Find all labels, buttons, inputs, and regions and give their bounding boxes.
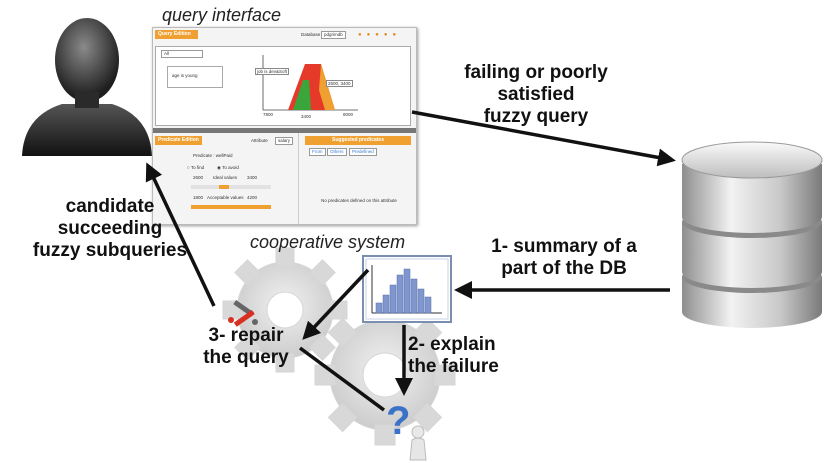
to-find-radio[interactable]: ○ To find — [187, 165, 205, 170]
query-interface-screenshot: Query Edition Database pdgrimdb ●●●●● Al… — [152, 27, 417, 225]
explain-line-1: 2- explain — [408, 334, 496, 355]
candidate-line-1: candidate — [65, 196, 155, 217]
question-person-icon: ? — [386, 399, 427, 461]
tab-from[interactable]: From — [309, 148, 326, 156]
repair-arrow-from-question — [298, 346, 386, 412]
tab-others[interactable]: Others — [327, 148, 347, 156]
panel-separator — [298, 133, 299, 224]
ideal-min: 2600 — [193, 175, 204, 180]
explain-label: 2- explain the failure — [408, 334, 528, 378]
summary-label: 1- summary of a part of the DB — [464, 236, 664, 280]
attribute-select[interactable]: salary — [275, 137, 294, 145]
failing-query-arrow — [411, 110, 676, 167]
job-is-label: job is dev&Soft — [255, 68, 290, 75]
axis-min: 7800 — [263, 112, 274, 117]
candidate-arrow — [145, 162, 216, 307]
age-is-young-box[interactable]: age is young — [167, 66, 223, 88]
axis-max: 8000 — [343, 112, 354, 117]
acceptable-slider[interactable] — [191, 205, 271, 209]
fuzzy-membership-plot — [262, 55, 358, 111]
histogram-icon — [362, 255, 452, 323]
axis-mid: 3400 — [301, 114, 312, 119]
explain-line-2: the failure — [408, 356, 499, 377]
database-label: Database — [301, 32, 321, 37]
repair-line-1: 3- repair — [208, 325, 284, 346]
svg-text:?: ? — [386, 399, 410, 443]
ideal-label: Ideal values — [213, 175, 238, 180]
database-cylinder-icon — [681, 141, 823, 328]
range-box: 2600, 3400 — [326, 80, 353, 87]
ideal-slider[interactable] — [191, 185, 271, 189]
divider — [153, 128, 416, 133]
query-interface-label: query interface — [162, 5, 282, 25]
candidate-line-2: succeeding — [57, 218, 163, 239]
acc-label: Acceptable values — [207, 195, 244, 200]
failing-line-3: fuzzy query — [483, 106, 589, 127]
to-avoid-radio[interactable]: ◉ To avoid — [217, 165, 239, 170]
attribute-label: Attribute — [251, 138, 268, 143]
candidate-label: candidate succeeding fuzzy subqueries — [20, 196, 200, 262]
failing-query-label: failing or poorly satisfied fuzzy query — [452, 62, 620, 128]
age-is-young-label: age is young — [172, 73, 198, 78]
user-silhouette-icon — [22, 18, 152, 156]
database-select[interactable]: pdgrimdb — [321, 31, 346, 39]
toolbar-dots: ●●●●● — [358, 32, 402, 38]
tab-predefined[interactable]: Predefined — [349, 148, 377, 156]
ideal-max: 3400 — [247, 175, 258, 180]
repair-tools-icon — [228, 300, 258, 327]
failing-line-2: satisfied — [497, 84, 575, 105]
summary-line-2: part of the DB — [501, 258, 627, 279]
failing-line-1: failing or poorly — [464, 62, 608, 83]
repair-line-2: the query — [203, 347, 289, 368]
predicate-line: Predicate : wellPaid — [193, 153, 233, 158]
repair-arrow-from-histogram — [302, 268, 370, 340]
all-select[interactable]: All — [161, 50, 203, 58]
query-edition-bar: Query Edition — [155, 30, 198, 39]
predicate-edition-bar: Predicate Edition — [155, 136, 202, 145]
suggested-bar: Suggested predicates — [305, 136, 411, 145]
no-predicates-text: No predicates defined on this attribute — [321, 198, 397, 203]
cooperative-system-label: cooperative system — [250, 232, 406, 252]
acc-min: 1800 — [193, 195, 204, 200]
repair-label: 3- repair the query — [180, 325, 312, 369]
summary-line-1: 1- summary of a — [491, 236, 637, 257]
acc-max: 4200 — [247, 195, 258, 200]
candidate-line-3: fuzzy subqueries — [32, 240, 188, 261]
